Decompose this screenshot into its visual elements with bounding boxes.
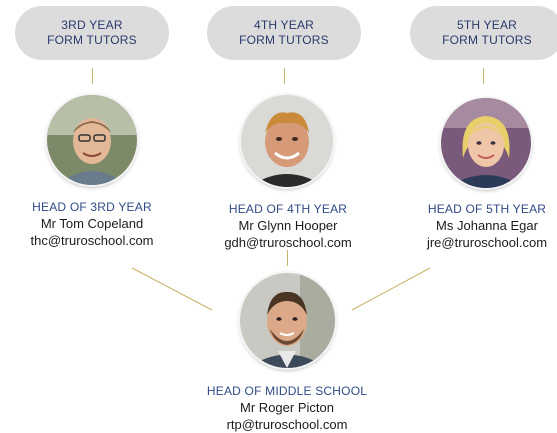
email-link[interactable]: rtp@truroschool.com	[226, 417, 348, 432]
tutor-pill-3rd-year: 3RD YEAR FORM TUTORS	[15, 6, 169, 60]
tutor-pill-line1: 3RD YEAR	[61, 18, 123, 32]
tutor-pill-4th-year: 4TH YEAR FORM TUTORS	[207, 6, 361, 60]
tutor-pill-line2: FORM TUTORS	[442, 33, 532, 47]
avatar-head-5th-year	[441, 98, 531, 188]
connector-pill-3rd	[92, 68, 93, 84]
person-name: Mr Tom Copeland	[40, 216, 144, 231]
tutor-pill-line2: FORM TUTORS	[239, 33, 329, 47]
connector-3rd-to-middle	[131, 267, 213, 311]
connector-pill-4th	[284, 68, 285, 84]
connector-5th-to-middle	[351, 267, 431, 311]
avatar-head-middle-school	[240, 273, 335, 368]
head-middle-school: HEAD OF MIDDLE SCHOOL Mr Roger Picton rt…	[187, 384, 387, 433]
head-4th-year: HEAD OF 4TH YEAR Mr Glynn Hooper gdh@tru…	[198, 202, 378, 251]
tutor-pill-5th-year: 5TH YEAR FORM TUTORS	[410, 6, 557, 60]
role-label: HEAD OF 3RD YEAR	[32, 200, 152, 214]
email-link[interactable]: thc@truroschool.com	[30, 233, 154, 248]
head-5th-year: HEAD OF 5TH YEAR Ms Johanna Egar jre@tru…	[397, 202, 557, 251]
role-label: HEAD OF 5TH YEAR	[427, 202, 547, 216]
head-3rd-year: HEAD OF 3RD YEAR Mr Tom Copeland thc@tru…	[2, 200, 182, 249]
person-name: Mr Glynn Hooper	[238, 218, 338, 233]
role-label: HEAD OF 4TH YEAR	[228, 202, 348, 216]
tutor-pill-line1: 4TH YEAR	[253, 18, 315, 32]
role-label: HEAD OF MIDDLE SCHOOL	[206, 384, 368, 398]
avatar-head-4th-year	[241, 95, 333, 187]
avatar-head-3rd-year	[47, 95, 137, 185]
connector-pill-5th	[483, 68, 484, 84]
person-name: Ms Johanna Egar	[436, 218, 538, 233]
person-name: Mr Roger Picton	[240, 400, 334, 415]
email-link[interactable]: gdh@truroschool.com	[224, 235, 352, 250]
connector-4th-to-middle	[287, 250, 288, 266]
tutor-pill-line2: FORM TUTORS	[47, 33, 137, 47]
tutor-pill-line1: 5TH YEAR	[456, 18, 518, 32]
email-link[interactable]: jre@truroschool.com	[426, 235, 548, 250]
